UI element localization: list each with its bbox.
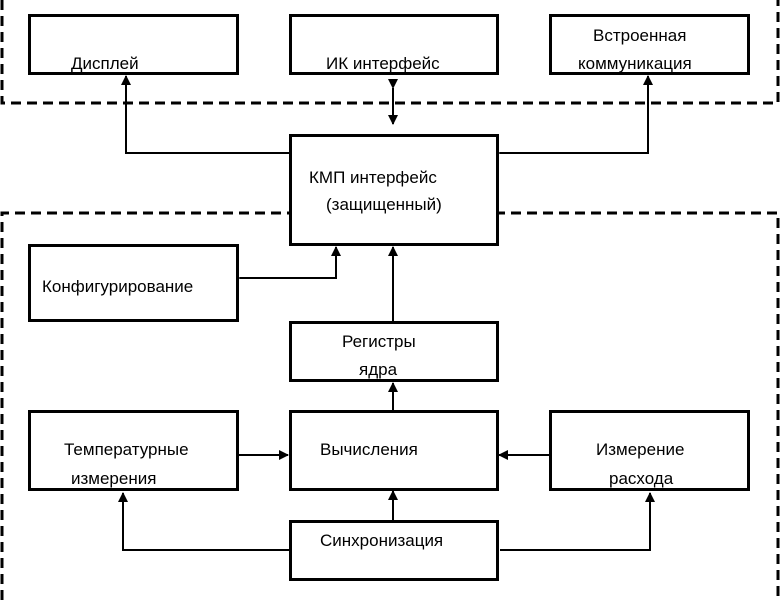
- arrow-kmp-to-display: [121, 75, 290, 154]
- arrow-kmp-builtin-comm: [491, 75, 653, 158]
- block-display: Дисплей: [28, 14, 239, 75]
- block-temp-measurements: Температурные измерения: [28, 410, 239, 491]
- arrow-config-kmp: [231, 246, 341, 283]
- block-builtin-comm: Встроенная коммуникация: [549, 14, 750, 75]
- kmp-interface-label-2: (защищенный): [326, 195, 442, 214]
- block-kmp-interface: КМП интерфейс (защищенный): [289, 134, 499, 246]
- builtin-comm-label-1: Встроенная: [593, 26, 687, 45]
- configuration-label: Конфигурирование: [42, 277, 194, 296]
- display-label: Дисплей: [71, 54, 139, 73]
- block-configuration: Конфигурирование: [28, 244, 239, 322]
- kmp-interface-label-1: КМП интерфейс: [309, 168, 437, 187]
- arrow-sync-to-flow: [500, 492, 655, 551]
- block-synchronization: Синхронизация: [289, 520, 499, 581]
- computations-label: Вычисления: [320, 440, 418, 459]
- temp-measurements-label-1: Температурные: [64, 440, 189, 459]
- flow-measurement-label-1: Измерение: [596, 440, 685, 459]
- block-flow-measurement: Измерение расхода: [549, 410, 750, 491]
- core-registers-label-1: Регистры: [342, 332, 416, 351]
- ir-interface-label: ИК интерфейс: [326, 54, 440, 73]
- temp-measurements-label-2: измерения: [71, 469, 157, 488]
- external-region-border: [0, 0, 780, 105]
- builtin-comm-label-2: коммуникация: [578, 54, 692, 73]
- block-computations: Вычисления: [289, 410, 499, 491]
- block-ir-interface: ИК интерфейс: [289, 14, 499, 75]
- block-core-registers: Регистры ядра: [289, 321, 499, 382]
- arrow-sync-to-temp: [118, 492, 290, 551]
- synchronization-label: Синхронизация: [320, 531, 444, 550]
- core-registers-label-2: ядра: [359, 360, 398, 379]
- flow-measurement-label-2: расхода: [609, 469, 674, 488]
